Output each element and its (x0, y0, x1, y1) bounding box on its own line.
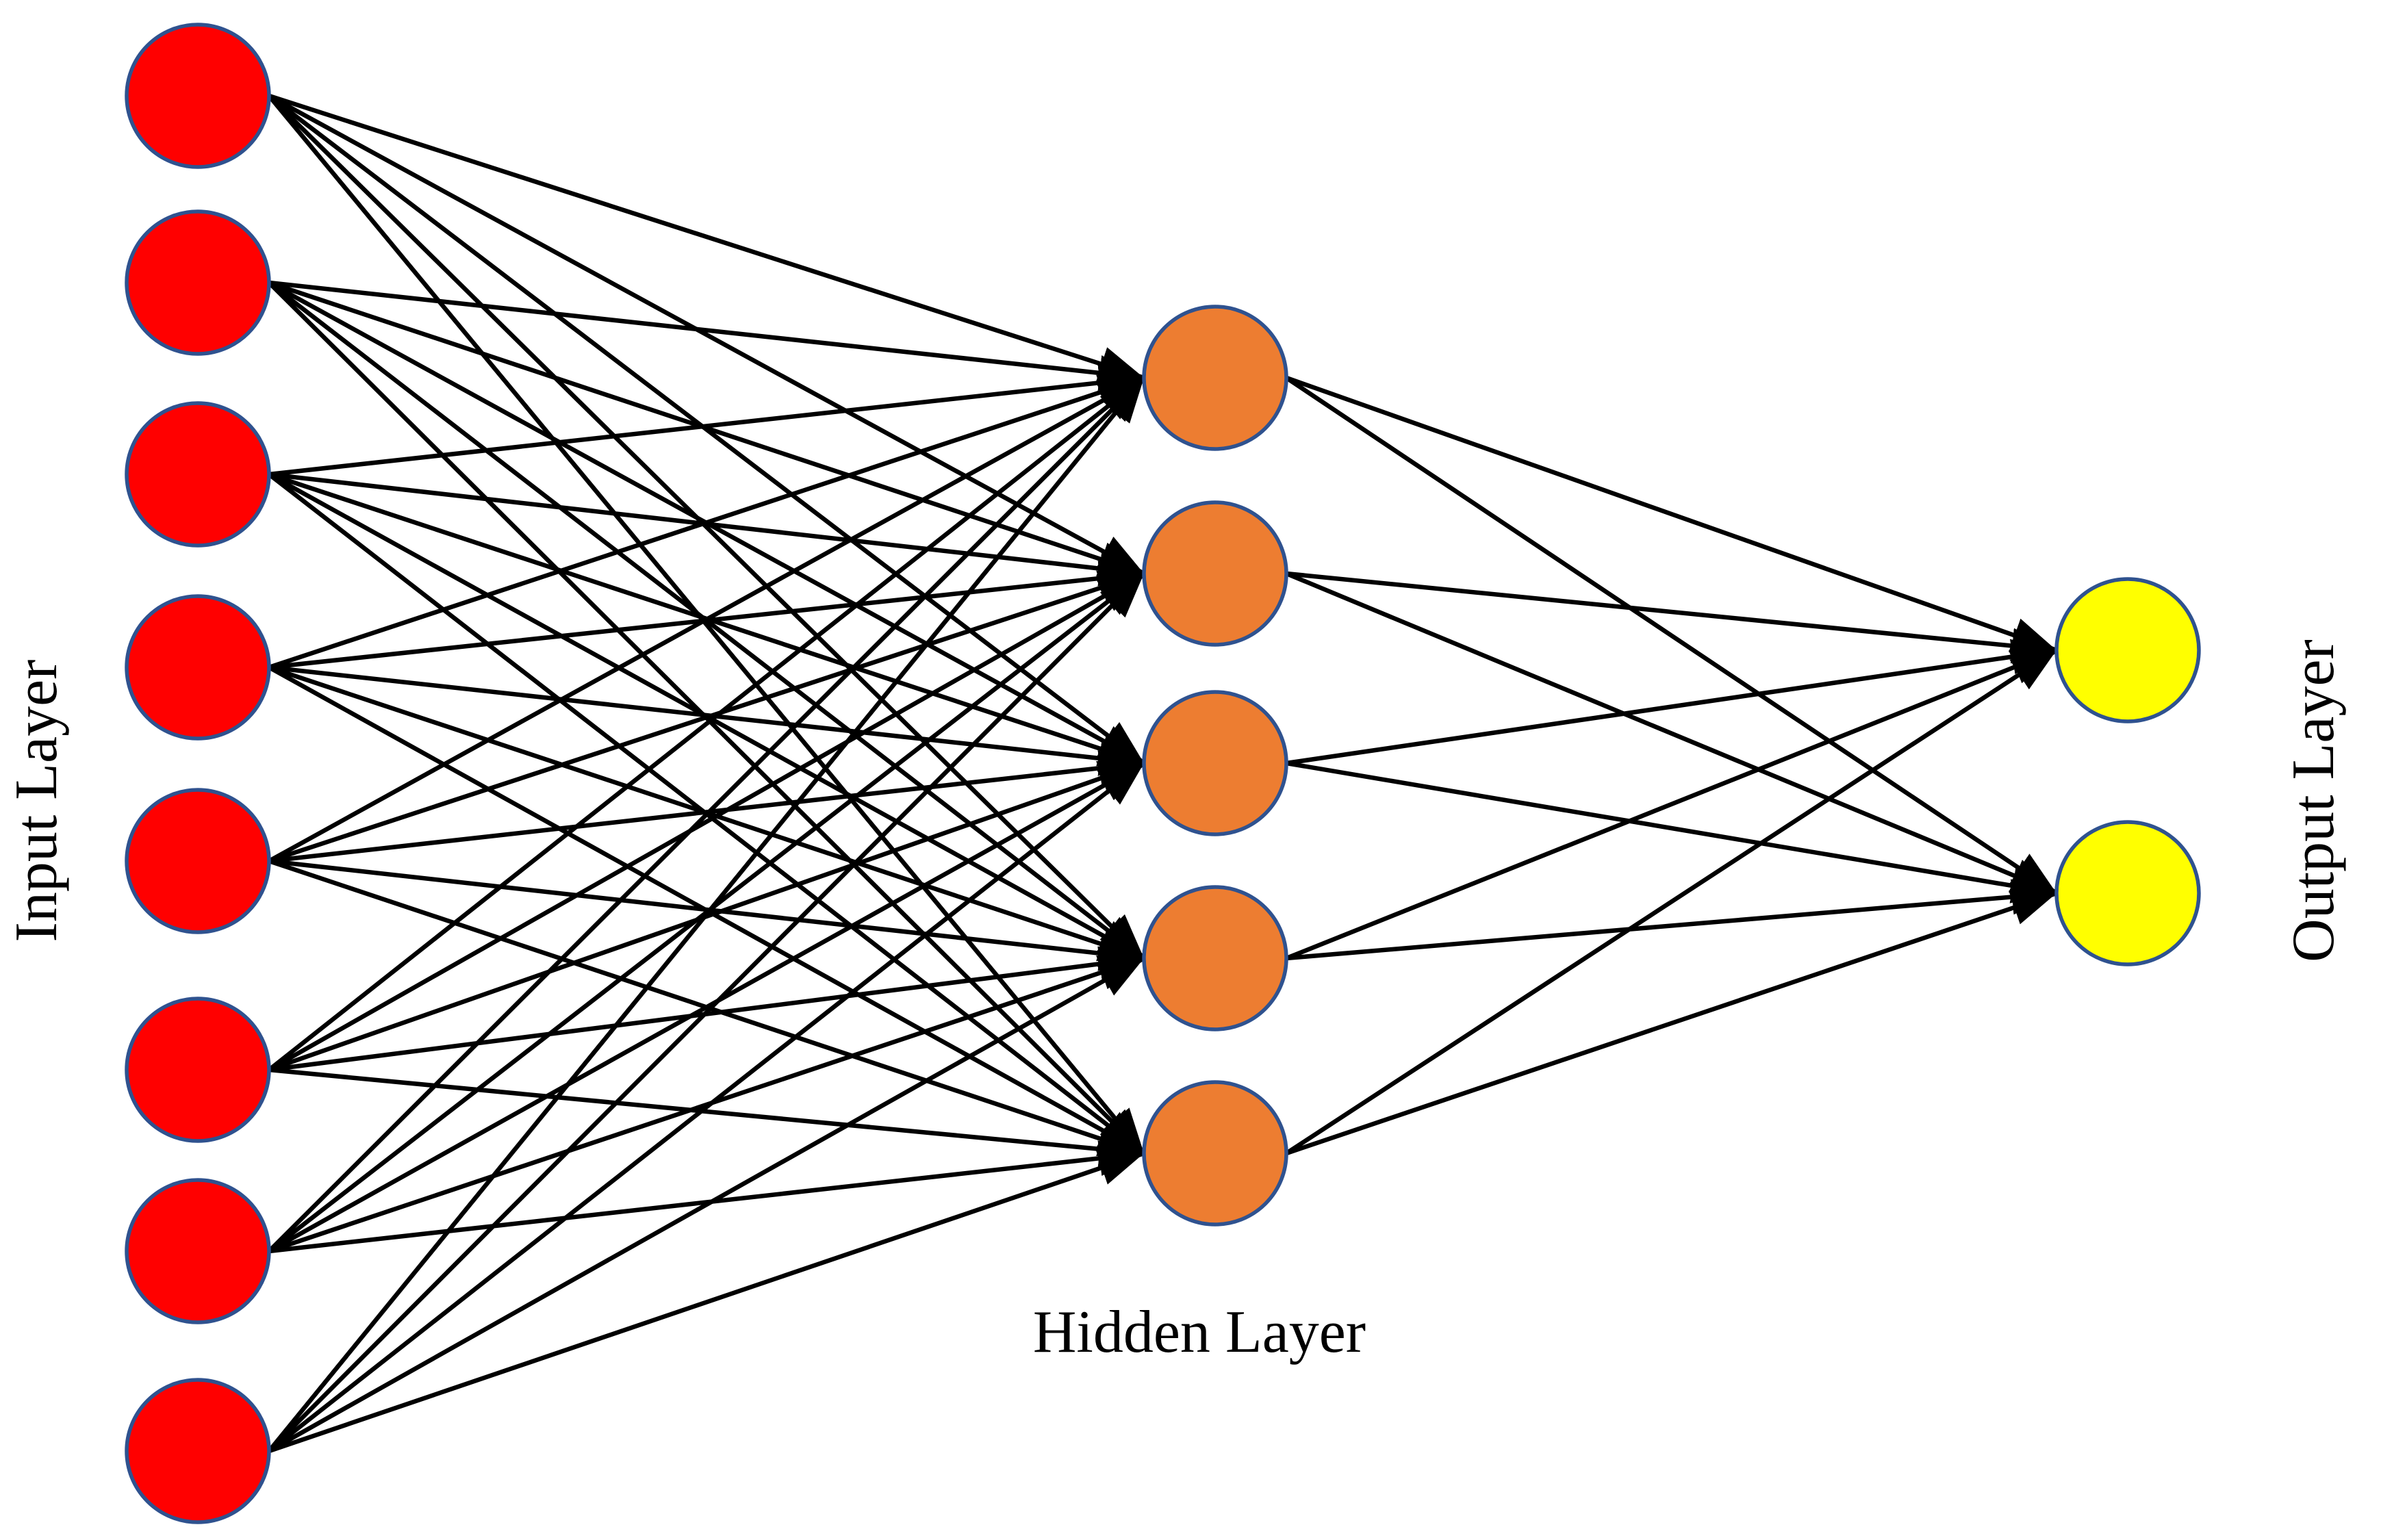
input-layer-label: Input Layer (3, 660, 70, 942)
edge-input-6-to-hidden-1 (267, 376, 1146, 1072)
edge-input-5-to-hidden-1 (268, 376, 1145, 863)
edge-input-1-to-hidden-1 (268, 93, 1145, 381)
hidden-node-4 (1142, 885, 1288, 1031)
edge-input-8-to-hidden-4 (268, 956, 1145, 1453)
edge-input-1-to-hidden-4 (267, 94, 1146, 960)
hidden-node-3 (1142, 690, 1288, 836)
edge-input-7-to-hidden-3 (268, 761, 1145, 1253)
edge-hidden-1-to-output-1 (1285, 375, 2058, 653)
edge-input-2-to-hidden-1 (268, 280, 1145, 391)
edge-hidden-5-to-output-2 (1285, 890, 2058, 1156)
edge-input-8-to-hidden-3 (267, 761, 1146, 1453)
edge-input-4-to-hidden-1 (268, 374, 1145, 670)
edge-hidden-2-to-output-2 (1285, 571, 2058, 896)
edge-input-8-to-hidden-5 (268, 1151, 1145, 1454)
edge-input-7-to-hidden-1 (267, 376, 1146, 1253)
output-node-1 (2054, 577, 2201, 723)
edge-input-8-to-hidden-2 (267, 572, 1146, 1453)
connections-group (267, 93, 2058, 1454)
edge-hidden-2-to-output-1 (1286, 571, 2057, 664)
input-node-7 (125, 1178, 271, 1324)
input-node-8 (125, 1378, 271, 1524)
hidden-node-5 (1142, 1080, 1288, 1227)
hidden-node-1 (1142, 305, 1288, 451)
input-node-5 (125, 788, 271, 934)
edge-input-3-to-hidden-1 (268, 365, 1145, 477)
edge-hidden-3-to-output-2 (1286, 760, 2057, 903)
input-node-1 (125, 23, 271, 169)
edge-hidden-4-to-output-2 (1286, 879, 2057, 961)
edge-hidden-3-to-output-1 (1286, 639, 2057, 766)
edge-input-8-to-hidden-1 (267, 376, 1146, 1453)
hidden-layer-label: Hidden Layer (1033, 1299, 1366, 1365)
edge-input-6-to-hidden-2 (268, 572, 1145, 1072)
nodes-group (125, 23, 2201, 1524)
input-node-6 (125, 997, 271, 1143)
output-layer-label: Output Layer (2280, 639, 2347, 962)
output-node-2 (2054, 820, 2201, 966)
edge-input-5-to-hidden-2 (268, 570, 1145, 864)
edge-hidden-4-to-output-1 (1285, 647, 2058, 961)
input-node-2 (125, 209, 271, 356)
edge-hidden-5-to-output-1 (1285, 648, 2058, 1155)
input-node-3 (125, 401, 271, 548)
edge-hidden-1-to-output-2 (1285, 376, 2058, 895)
hidden-node-2 (1142, 500, 1288, 647)
input-node-4 (125, 594, 271, 741)
edge-input-6-to-hidden-5 (268, 1067, 1145, 1167)
